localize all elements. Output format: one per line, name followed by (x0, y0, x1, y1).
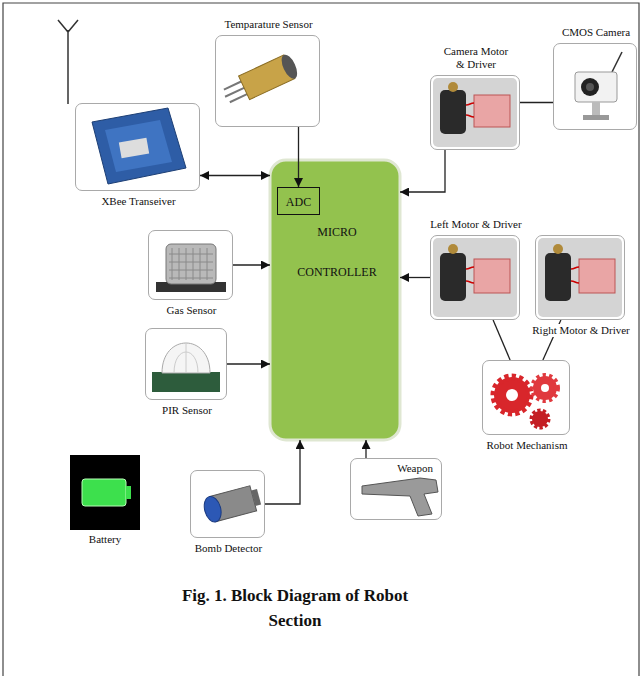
driver-board (474, 95, 510, 127)
motor-wire (466, 267, 474, 283)
battery-ground (70, 455, 140, 530)
motor-wire (466, 103, 474, 117)
detector-cable (251, 489, 261, 506)
node-label: MICRO CONTROLLER (287, 212, 387, 292)
motor-driver-picture (433, 238, 517, 317)
battery-symbol (82, 479, 126, 506)
sensor-box: Temparature Sensor (215, 35, 320, 127)
gas-sensor-can (166, 244, 216, 284)
battery-box: Battery (70, 455, 140, 530)
camera-box: CMOS Camera (553, 43, 637, 130)
transceiver-box: XBee Transeiver (75, 103, 200, 191)
motor-box: Right Motor & Driver (535, 235, 625, 320)
motor-body (440, 253, 466, 301)
node-label: Right Motor & Driver (530, 324, 631, 337)
weapon-box: Weapon (350, 458, 442, 520)
mechanism-box: Robot Mechanism (482, 360, 570, 435)
connector-arrow (233, 264, 270, 265)
node-label: Camera Motor & Driver (439, 45, 513, 71)
weapon-picture (362, 478, 438, 516)
gas-sensor-mesh (169, 248, 213, 280)
connector-arrow (227, 363, 270, 364)
photo-ground (538, 238, 622, 317)
pir-board (152, 372, 220, 392)
camera-lens (581, 78, 599, 96)
detector-box: Bomb Detector (190, 470, 265, 538)
motor-body (545, 253, 571, 301)
sensor-box: PIR Sensor (145, 328, 227, 400)
camera-stand (592, 102, 600, 115)
adc-box: ADC (277, 187, 320, 215)
antenna-symbol (58, 20, 78, 104)
gear (532, 411, 548, 427)
pir-facets (174, 343, 198, 373)
motor-driver-picture (538, 238, 622, 317)
connector-arrow (298, 127, 299, 187)
pir-dome (162, 343, 210, 373)
sensor-box: Gas Sensor (148, 230, 233, 300)
motor-box: Camera Motor & Driver (430, 75, 520, 150)
figure-caption: Fig. 1. Block Diagram of Robot Section (160, 583, 430, 633)
controller-body (270, 160, 400, 440)
motor-gear (553, 244, 563, 254)
gear-hub (541, 384, 549, 392)
node-label: Left Motor & Driver (428, 218, 523, 231)
node-label: CMOS Camera (560, 26, 632, 39)
page-border (3, 3, 639, 676)
camera-antenna (612, 52, 622, 72)
motor-gear (448, 82, 458, 92)
motor-body (440, 90, 466, 134)
motor-driver-picture (433, 78, 517, 147)
detector-face (202, 495, 224, 524)
gear (533, 376, 557, 400)
bomb-detector-picture (202, 484, 263, 524)
photo-ground (433, 238, 517, 317)
controller-box: MICRO CONTROLLERADC (270, 160, 400, 440)
camera-lens-glass (586, 83, 594, 91)
gear-hub (506, 389, 518, 401)
connector-line (520, 102, 553, 103)
node-label: Bomb Detector (193, 542, 265, 555)
camera-base (583, 115, 609, 120)
node-label: Temparature Sensor (222, 18, 314, 31)
node-label: Weapon (395, 462, 435, 475)
connector-arrow (400, 277, 430, 278)
motor-wire (571, 267, 579, 283)
temperature-sensor-picture (220, 52, 301, 108)
sensor-window (278, 52, 300, 81)
node-label: Robot Mechanism (485, 439, 570, 452)
node-label: Battery (87, 533, 123, 546)
driver-board (579, 259, 615, 293)
camera-body (575, 72, 617, 102)
connector-line (493, 320, 510, 360)
node-label: Gas Sensor (165, 304, 219, 317)
connector-arrow (365, 440, 366, 458)
gear (494, 377, 530, 413)
connector-arrow (200, 175, 270, 176)
photo-ground (433, 78, 517, 147)
xbee-module (92, 108, 186, 184)
xbee-shield (105, 120, 172, 172)
connector-arrow (265, 440, 300, 504)
driver-board (474, 259, 510, 293)
xbee-sticker (119, 138, 149, 159)
battery-terminal (126, 486, 131, 499)
node-label: XBee Transeiver (99, 195, 177, 208)
node-label: ADC (278, 188, 319, 216)
motor-gear (448, 244, 458, 254)
motor-box: Left Motor & Driver (430, 235, 520, 320)
connector-arrow (400, 150, 445, 192)
node-label: PIR Sensor (160, 404, 214, 417)
